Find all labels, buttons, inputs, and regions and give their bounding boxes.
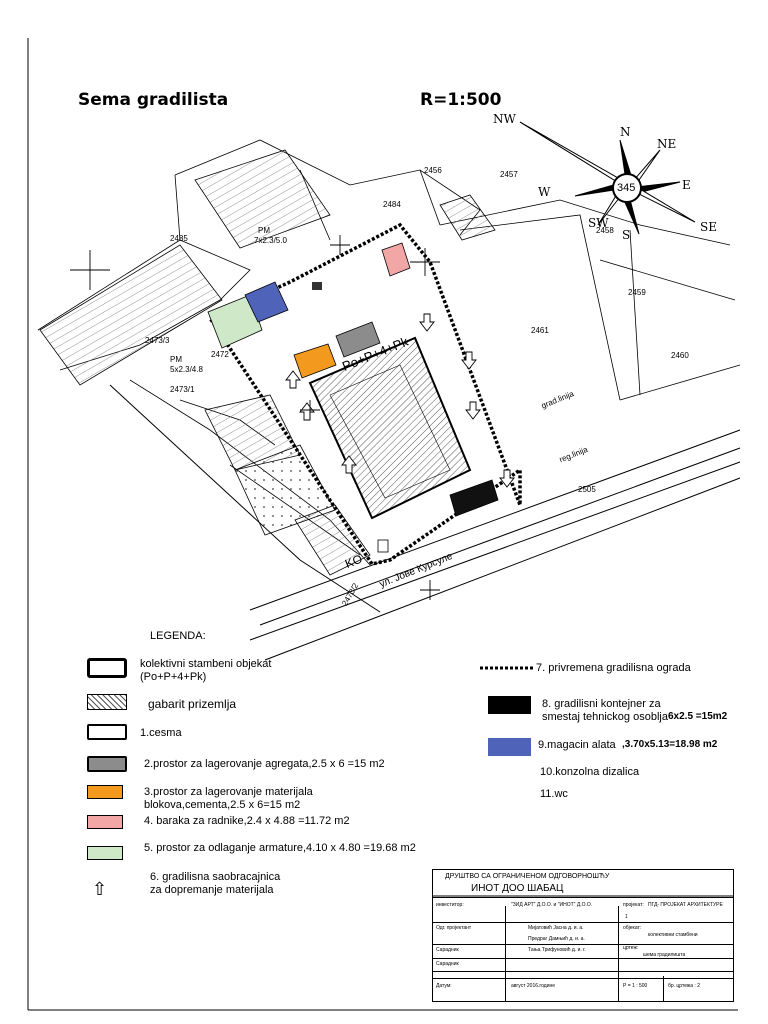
parcel-2473-3: 2473/3 [145,336,170,345]
legend-heading: LEGENDA: [150,630,206,642]
legend-swatch-footprint [87,694,127,710]
drawing-scale: R=1:500 [420,90,502,110]
compass-e: E [682,178,691,192]
legend-item-8: 6. gradilisna saobracajnica za dopremanj… [150,871,281,896]
tb-date-label: Датум: [436,983,452,989]
parcel-2473-1: 2473/1 [170,385,195,394]
compass-center [612,173,642,203]
parcel-2461: 2461 [531,326,549,335]
tb-resp: Мијатовић Јасна д. и. а. [528,925,584,931]
legend-swatch-tools [488,738,531,756]
tb-collab-label: Сарадник [436,947,459,953]
tb-resp-label: Одг. пројектант [436,925,472,931]
compass-se: SE [700,220,717,234]
tb-project-label: пројекат: [623,902,644,908]
parcel-2456: 2456 [424,166,442,175]
tb-sheet: бр. цртежа : 2 [668,983,700,989]
pm1-label: PM [258,226,270,235]
armature-area [207,294,263,349]
legend-swatch-barrack [87,815,123,829]
legend-item-9: 7. privremena gradilisna ograda [536,662,691,674]
site-container [449,479,499,517]
legend-swatch-aggregate [87,756,127,772]
tb-company: ДРУШТВО СА ОГРАНИЧЕНОМ ОДГОВОРНОШЋУ [445,873,610,880]
legend-item-12: 10.konzolna dizalica [540,766,640,778]
traffic-arrows [285,313,515,488]
compass-ne: NE [657,137,677,151]
compass-n: N [620,125,631,139]
material-storage [293,343,337,379]
tb-collab2-label: Сарадник [436,961,459,967]
legend-swatch-armature [87,846,123,860]
legend-item-5: 3.prostor za lagerovanje materijala blok… [144,786,313,811]
pm2-size: 5x2.3/4.8 [170,365,203,374]
neighbor-building-2457 [439,194,496,241]
compass-sw: SW [588,216,609,230]
pm2-label: PM [170,355,182,364]
arrow-up-icon: ⇧ [92,879,108,899]
compass-s: S [622,228,631,242]
title-block: ДРУШТВО СА ОГРАНИЧЕНОМ ОДГОВОРНОШЋУ ИНОТ… [432,869,734,1002]
legend-swatch-material [87,785,123,799]
tb-project: ПГД- ПРОЈЕКАТ АРХИТЕКТУРЕ [648,902,723,908]
tb-object: колективни стамбени [648,932,698,938]
tb-drawing: шема градилишта [643,952,686,958]
neighbor-building-north [194,149,331,249]
tb-investor: "ЗИД АРТ" Д.О.О. и "ИНОТ" Д.О.О. [511,902,593,908]
neighbor-building-2485 [39,244,223,386]
compass-w: W [538,185,551,199]
building-inner [329,364,451,499]
crosshair-marks [70,235,440,600]
legend-item-3: 1.cesma [140,727,182,739]
legend-item-11: 9.magacin alata [538,739,616,751]
tool-storage [244,281,289,323]
tb-drawing-label: цртеж: [623,945,639,951]
tb-scale: Р = 1 : 500 [623,983,648,989]
tb-name: ИНОТ ДОО ШАБАЦ [471,883,564,894]
legend-item-10: 8. gradilisni kontejner za smestaj tehni… [542,698,668,723]
legend-item-6: 4. baraka za radnike,2.4 x 4.88 =11.72 m… [144,815,350,827]
compass-bearing: 345 [617,182,636,194]
parcel-2485: 2485 [170,234,188,243]
pm1-size: 7x2.3/5.0 [254,236,287,245]
legend-swatch-building [87,658,127,678]
tb-object-label: објекат: [623,925,642,931]
legend-item-4: 2.prostor za lagerovanje agregata,2.5 x … [144,758,385,770]
road-lines [109,384,741,661]
parcel-2460: 2460 [671,351,689,360]
tb-date: август 2016.године [511,983,556,989]
fountain-box [312,282,322,290]
parcel-2458: 2458 [596,226,614,235]
compass-nw: NW [493,112,516,126]
drawing-title: Sema gradilista [78,90,229,110]
parcel-2505: 2505 [578,485,596,494]
legend-item-1: kolektivni stambeni objekat (Po+P+4+Pk) [140,658,272,683]
tb-collab: Тања Трифуновић д. и. г. [528,947,586,953]
legend-item-11-size: ,3.70x5.13=18.98 m2 [622,739,718,750]
tb-investor-label: инвеститор: [436,902,464,908]
parcel-2459: 2459 [628,288,646,297]
legend-item-2: gabarit prizemlja [148,697,237,711]
aggregate-storage [335,321,381,358]
wc-box [377,539,389,553]
legend-swatch-container [488,696,531,714]
tb-resp2: Предраг Дамњић д. и. а. [528,936,585,942]
parcel-2457: 2457 [500,170,518,179]
parcel-2472: 2472 [211,350,229,359]
legend-item-7: 5. prostor za odlaganje armature,4.10 x … [144,842,416,854]
worker-barrack [381,242,411,277]
parcel-2484: 2484 [383,200,401,209]
compass-rose [519,121,696,235]
legend-item-13: 11.wc [540,788,568,800]
tb-project-no: 1 [625,914,628,920]
legend-item-10-size: 6x2.5 =15m2 [668,711,728,722]
legend-swatch-fountain [87,724,127,740]
